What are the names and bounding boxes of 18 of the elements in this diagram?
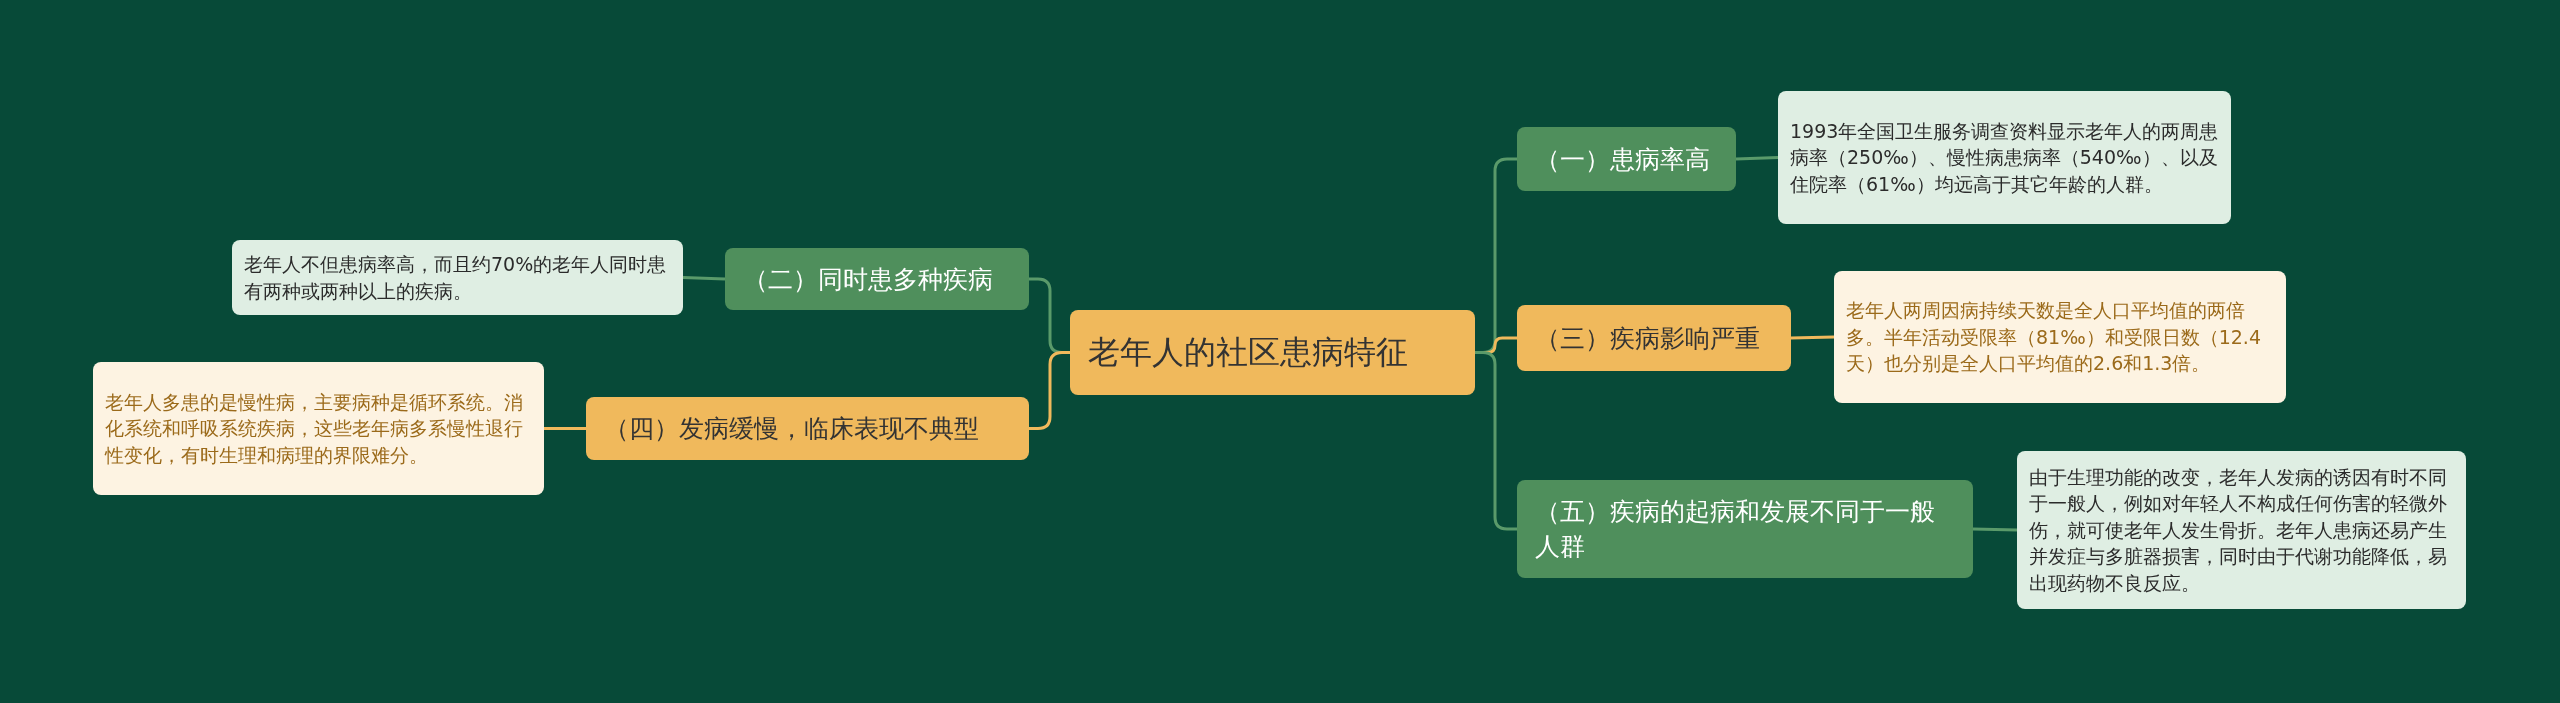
connector-line xyxy=(544,427,586,430)
connector-line xyxy=(1475,351,1517,531)
connector-line xyxy=(1735,156,1779,161)
connector-line xyxy=(1029,351,1070,430)
branch-topic: （一）患病率高 xyxy=(1517,127,1736,191)
detail-note: 老年人多患的是慢性病，主要病种是循环系统。消化系统和呼吸系统疾病，这些老年病多系慢性退行性变化，有时生理和病理的界限难分。 xyxy=(93,362,544,495)
root-topic: 老年人的社区患病特征 xyxy=(1070,310,1475,395)
detail-note: 1993年全国卫生服务调查资料显示老年人的两周患病率（250‰）、慢性病患病率（540‰）、以及住院率（61‰）均远高于其它年龄的人群。 xyxy=(1778,91,2231,224)
branch-topic: （四）发病缓慢，临床表现不典型 xyxy=(586,397,1029,460)
branch-topic: （五）疾病的起病和发展不同于一般人群 xyxy=(1517,480,1973,578)
detail-note: 由于生理功能的改变，老年人发病的诱因有时不同于一般人，例如对年轻人不构成任何伤害的轻微外伤，就可使老年人发生骨折。老年人患病还易产生并发症与多脏器损害，同时由于代谢功能降低，易出现药物不良反应。 xyxy=(2017,451,2466,609)
connector-line xyxy=(1790,335,1835,340)
branch-topic: （二）同时患多种疾病 xyxy=(725,248,1029,310)
connector-line xyxy=(682,276,726,281)
detail-note: 老年人不但患病率高，而且约70%的老年人同时患有两种或两种以上的疾病。 xyxy=(232,240,683,315)
detail-note: 老年人两周因病持续天数是全人口平均值的两倍多。半年活动受限率（81‰）和受限日数（12.4天）也分别是全人口平均值的2.6和1.3倍。 xyxy=(1834,271,2286,403)
branch-topic: （三）疾病影响严重 xyxy=(1517,305,1791,371)
connector-line xyxy=(1972,527,2018,532)
